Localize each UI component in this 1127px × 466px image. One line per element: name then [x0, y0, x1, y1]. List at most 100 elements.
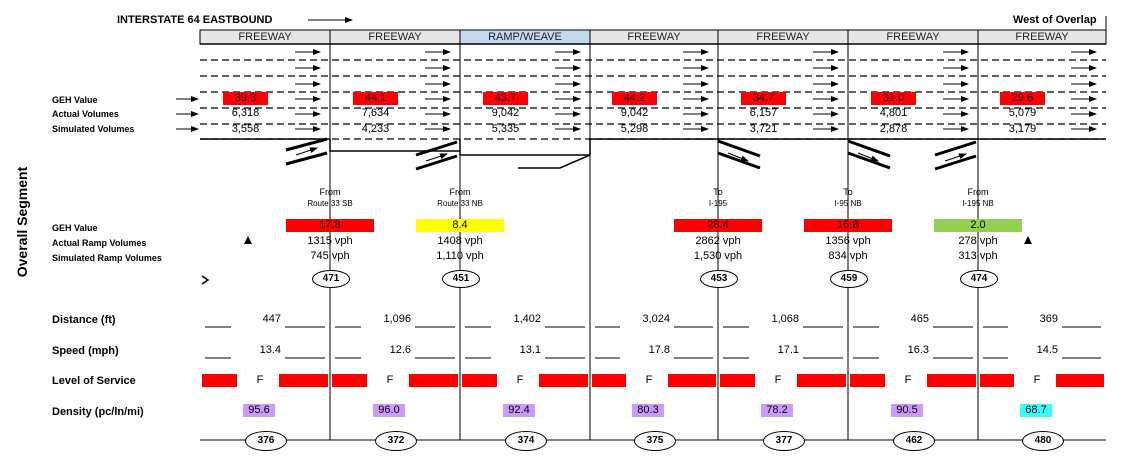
ramp-direction: From	[449, 187, 471, 197]
los-bar	[202, 374, 237, 387]
geh-value-box: 31.0	[871, 92, 916, 105]
segment-type-header: FREEWAY	[368, 31, 422, 43]
simulated-volume: 4,233	[361, 123, 390, 135]
segment-type-header: RAMP/WEAVE	[488, 31, 562, 43]
ramp-actual-label: Actual Ramp Volumes	[52, 238, 147, 248]
geh-value-box: 44.2	[612, 92, 657, 105]
simulated-volume: 3,721	[749, 123, 778, 135]
los-bar	[279, 374, 328, 387]
ramp-geh-box: 2.0	[934, 219, 1022, 232]
density-value-box: 80.3	[632, 404, 664, 417]
ramp-simulated-label: Simulated Ramp Volumes	[52, 253, 162, 263]
density-value-box: 96.0	[373, 404, 405, 417]
location-label: West of Overlap	[1013, 14, 1097, 26]
geh-value-box: 43.7	[483, 92, 528, 105]
distance-value: 1,402	[513, 313, 541, 325]
density-value-box: 95.6	[243, 404, 275, 417]
ramp-name: I-195	[708, 199, 728, 208]
segment-id-oval: 480	[1022, 431, 1064, 451]
segment-id-oval: 372	[375, 431, 417, 451]
los-bar	[797, 374, 846, 387]
segment-type-header: FREEWAY	[238, 31, 292, 43]
speed-value: 17.1	[777, 344, 799, 356]
ramp-simulated-volume: 1,110 vph	[436, 250, 484, 262]
simulated-volume: 2,878	[879, 123, 908, 135]
segment-id-oval: 377	[763, 431, 805, 451]
los-value: F	[904, 374, 912, 386]
distance-value: 369	[1039, 313, 1058, 325]
actual-volume: 4,801	[879, 107, 908, 119]
los-bar	[927, 374, 976, 387]
geh-value-box: 29.6	[1000, 92, 1045, 105]
density-label: Density (pc/ln/mi)	[52, 406, 144, 418]
los-bar	[409, 374, 458, 387]
distance-value: 465	[910, 313, 929, 325]
segment-id-oval: 376	[245, 431, 287, 451]
los-bar	[668, 374, 716, 387]
ramp-geh-box: 28.4	[674, 219, 762, 232]
simulated-volume: 5,335	[491, 123, 520, 135]
geh-label: GEH Value	[52, 95, 98, 105]
distance-value: 447	[262, 313, 281, 325]
simulated-volumes-label: Simulated Volumes	[52, 124, 135, 134]
los-bar	[539, 374, 588, 387]
segment-type-header: FREEWAY	[886, 31, 940, 43]
ramp-id-oval: 459	[830, 270, 868, 288]
actual-volumes-label: Actual Volumes	[52, 109, 119, 119]
distance-label: Distance (ft)	[52, 314, 116, 326]
side-title: Overall Segment	[14, 166, 30, 278]
ramp-name: Route 33 NB	[437, 199, 483, 208]
los-bar	[1056, 374, 1104, 387]
segment-id-oval: 374	[505, 431, 547, 451]
ramp-simulated-volume: 1,530 vph	[693, 250, 743, 262]
distance-value: 1,096	[383, 313, 411, 325]
simulated-volume: 3,558	[231, 123, 260, 135]
ramp-name: I-195 NB	[962, 199, 994, 208]
actual-volume: 9,042	[491, 107, 520, 119]
los-label: Level of Service	[52, 375, 136, 387]
distance-value: 1,068	[771, 313, 799, 325]
geh-value-box: 34.7	[741, 92, 786, 105]
los-value: F	[774, 374, 782, 386]
los-bar	[592, 374, 626, 387]
los-bar	[332, 374, 367, 387]
speed-label: Speed (mph)	[52, 345, 119, 357]
ramp-direction: To	[713, 187, 723, 197]
segment-id-oval: 462	[893, 431, 935, 451]
density-value-box: 90.5	[891, 404, 923, 417]
ramp-id-oval: 451	[442, 270, 480, 288]
ramp-id-oval: 474	[960, 270, 998, 288]
page-title: INTERSTATE 64 EASTBOUND	[117, 14, 273, 26]
los-value: F	[256, 374, 264, 386]
density-value-box: 92.4	[503, 404, 535, 417]
density-value-box: 78.2	[761, 404, 793, 417]
los-value: F	[516, 374, 524, 386]
segment-type-header: FREEWAY	[627, 31, 681, 43]
ramp-id-oval: 453	[700, 270, 738, 288]
ramp-direction: To	[843, 187, 853, 197]
speed-value: 17.8	[648, 344, 670, 356]
ramp-direction: From	[967, 187, 989, 197]
actual-volume: 7,634	[361, 107, 390, 119]
speed-value: 16.3	[907, 344, 929, 356]
ramp-actual-volume: 1408 vph	[437, 235, 483, 247]
ramp-simulated-volume: 745 vph	[310, 250, 350, 262]
segment-type-header: FREEWAY	[1015, 31, 1069, 43]
los-value: F	[386, 374, 394, 386]
ramp-actual-volume: 1356 vph	[825, 235, 871, 247]
actual-volume: 6,157	[749, 107, 778, 119]
ramp-name: Route 33 SB	[307, 199, 353, 208]
ramp-actual-volume: 2862 vph	[695, 235, 741, 247]
los-bar	[462, 374, 497, 387]
ramp-name: I-95 NB	[834, 199, 862, 208]
los-bar	[850, 374, 885, 387]
segment-id-oval: 375	[634, 431, 676, 451]
actual-volume: 6,318	[231, 107, 260, 119]
los-bar	[980, 374, 1014, 387]
segment-type-header: FREEWAY	[756, 31, 810, 43]
geh-value-box: 39.3	[223, 92, 268, 105]
simulated-volume: 5,298	[620, 123, 649, 135]
speed-value: 13.1	[519, 344, 541, 356]
ramp-geh-box: 17.8	[286, 219, 374, 232]
